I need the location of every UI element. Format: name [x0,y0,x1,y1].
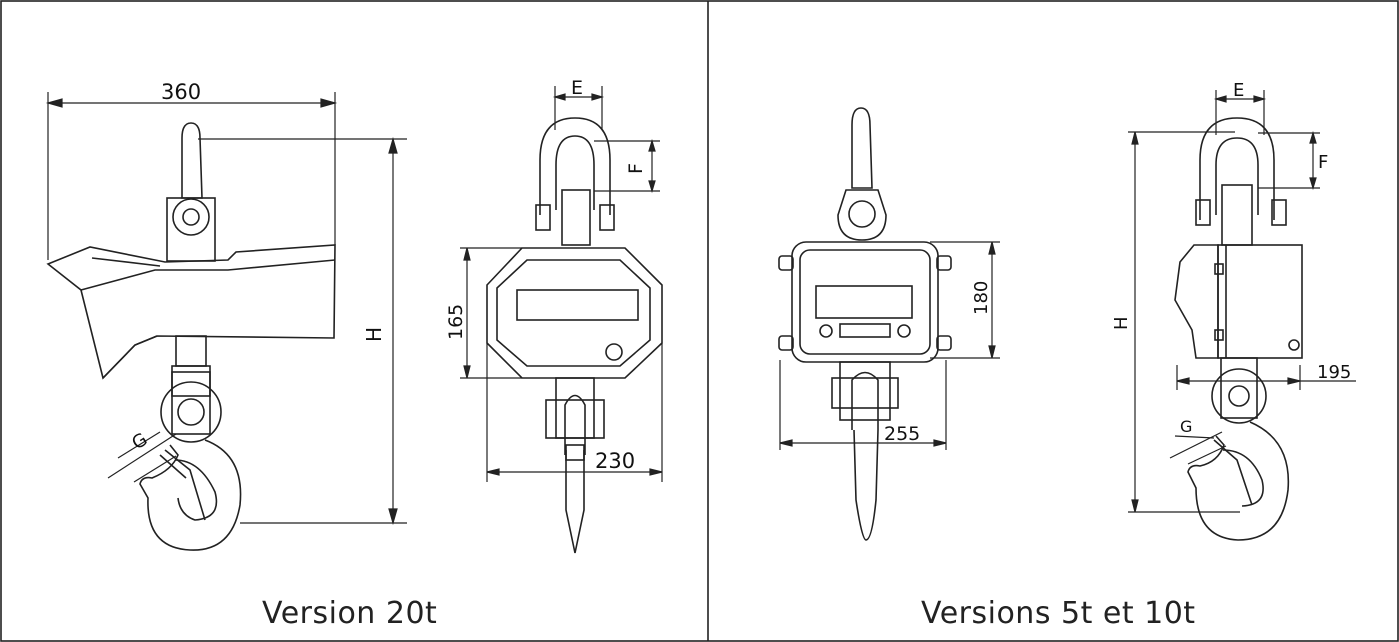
scale-20t-side-view [46,122,336,551]
caption-versions-5t-10t: Versions 5t et 10t [921,596,1196,631]
scale-5t-10t-front-view [778,107,952,541]
dim-5t-width-bottom: 255 [884,423,920,445]
dim-5t-hook-g: G [1180,417,1192,436]
dim-5t-shackle-f: F [1318,152,1328,173]
dim-20t-height: H [362,327,386,342]
dim-5t-shackle-e: E [1233,80,1244,101]
dim-5t-depth: 195 [1317,362,1351,383]
scale-20t-front-view [486,117,663,554]
dimension-lines-20t-front [460,86,663,482]
dim-20t-shackle-e: E [571,77,583,99]
dim-5t-height: H [1111,316,1132,330]
dim-20t-hook-g: G [128,429,151,454]
dim-5t-display-height: 180 [971,281,992,315]
dimension-lines-20t-side [45,92,407,526]
dim-20t-display-height: 165 [445,304,467,340]
dimension-lines-5t-front [779,241,1000,450]
scale-5t-10t-side-view [1174,117,1303,541]
caption-version-20t: Version 20t [262,596,438,631]
dimension-lines-5t-side [1128,90,1356,513]
dim-20t-width-bottom: 230 [595,449,635,473]
dim-20t-shackle-f: F [625,163,647,174]
dim-20t-width-top: 360 [161,80,201,104]
